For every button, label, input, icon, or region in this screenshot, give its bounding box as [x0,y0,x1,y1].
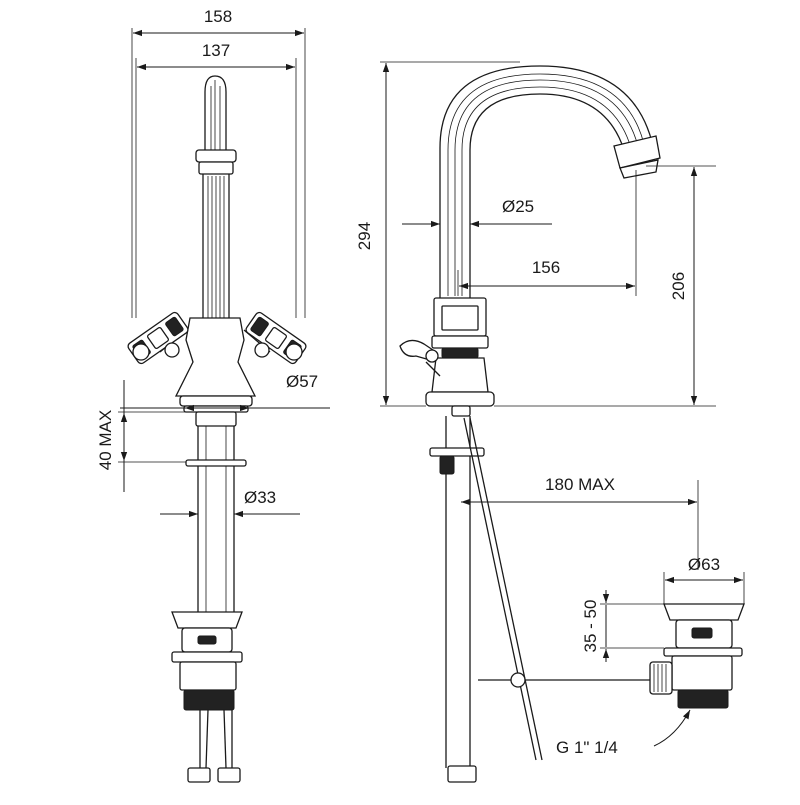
label-waste-adjust: 35 - 50 [581,600,600,653]
label-overall-height: 294 [355,222,374,250]
label-spout-reach: 156 [532,258,560,277]
dimension-waste-diameter: Ø63 [663,555,745,604]
dimension-base-diameter: Ø57 [120,372,330,412]
label-base-diameter: Ø57 [286,372,318,391]
dimension-shank-diameter: Ø33 [160,488,300,518]
label-waste-thread: G 1" 1/4 [556,738,618,757]
front-base [179,395,253,407]
label-handle-span: 137 [202,41,230,60]
label-shank-diameter: Ø33 [244,488,276,507]
dimension-spout-height: 206 [494,165,716,407]
label-deck-thickness: 40 MAX [96,410,115,470]
front-view: 158 137 [96,7,330,783]
dimension-waste-adjust: 35 - 50 [581,590,664,662]
thread-callout: G 1" 1/4 [556,709,691,757]
label-rod-reach: 180 MAX [545,475,615,494]
side-shank [429,405,485,783]
side-body [425,297,495,407]
label-waste-diameter: Ø63 [688,555,720,574]
front-spout [195,75,237,318]
label-overall-width: 158 [204,7,232,26]
dimension-handle-span: 137 [137,41,295,71]
dimension-spout-reach: 156 [457,170,637,296]
dimension-spout-diameter: Ø25 [402,197,552,228]
label-spout-height: 206 [669,272,688,300]
label-spout-diameter: Ø25 [502,197,534,216]
dimension-deck-thickness: 40 MAX [96,380,186,492]
side-waste [649,603,745,709]
side-view: 294 Ø25 156 206 [355,61,745,783]
side-spout [439,65,661,298]
front-shank [185,411,247,612]
dimension-rod-reach: 180 MAX [461,475,699,570]
popup-rod [463,417,650,761]
side-lever [399,339,441,377]
dimension-overall-height: 294 [355,61,520,407]
front-waste [171,611,243,783]
dimension-overall-width: 158 [133,7,304,37]
